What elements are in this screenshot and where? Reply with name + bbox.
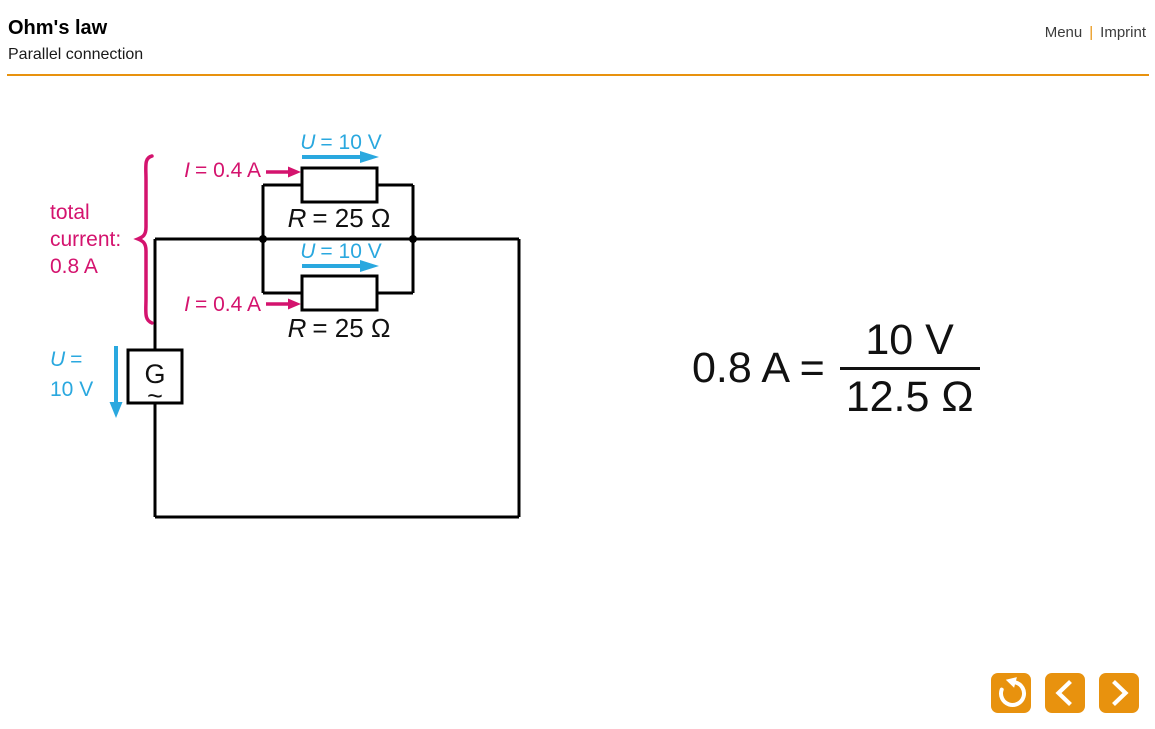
header-links: Menu | Imprint [1045,24,1146,41]
resistance-label-bottom: R= 25 Ω [288,313,391,343]
previous-button[interactable] [1045,673,1085,713]
restart-button[interactable] [991,673,1031,713]
equation-lhs: 0.8 A = [692,344,825,393]
page-subtitle: Parallel connection [8,46,144,63]
imprint-link[interactable]: Imprint [1100,24,1146,41]
current-arrowhead-bottom [288,298,301,310]
junction-node-right [409,235,417,243]
total-current-label-line1: total [50,201,90,224]
current-symbol: I [184,159,190,182]
equation: 0.8 A = 10 V 12.5 Ω [692,316,980,421]
menu-link[interactable]: Menu [1044,24,1083,41]
voltage-arrowhead-bottom [360,260,379,272]
circuit-wires [153,183,521,519]
fraction-denominator: 12.5 Ω [845,373,974,422]
voltage-symbol: U [300,240,316,263]
resistor-bottom-body [300,274,379,312]
page-title: Ohm's law [8,17,108,39]
fraction-bar [839,367,980,371]
junction-node-left [259,235,267,243]
voltage-arrowhead-top [360,151,379,163]
current-symbol: I [184,293,190,316]
chevron-left-icon [1055,679,1072,707]
voltage-label-top: U= 10 V [300,131,381,154]
resistance-label-top: R= 25 Ω [288,203,391,233]
restart-icon [999,677,1026,707]
header-divider [7,74,1149,76]
resistance-symbol: R [288,313,307,343]
next-button[interactable] [1099,673,1139,713]
current-label-bottom: I= 0.4 A [184,293,261,316]
source-voltage-label-line2: 10 V [50,378,93,401]
source-voltage-label-line1: U= [50,348,82,371]
link-separator: | [1089,24,1094,41]
current-label-top: I= 0.4 A [184,159,261,182]
generator-body [126,348,184,405]
total-current-brace [133,154,154,325]
ac-symbol: ~ [147,381,163,411]
voltage-label-bottom: U= 10 V [300,240,381,263]
current-arrowhead-top [288,166,301,178]
nav-buttons [991,673,1139,713]
total-current-label-line2: current: [50,228,121,251]
equation-fraction: 10 V 12.5 Ω [839,316,980,422]
source-voltage-arrowhead [109,402,123,418]
chevron-right-icon [1112,679,1129,707]
fraction-numerator: 10 V [865,316,954,364]
resistance-symbol: R [288,203,307,233]
total-current-label-line3: 0.8 A [50,255,98,278]
generator-label: G [144,359,165,389]
resistor-top-body [300,166,379,204]
voltage-symbol: U [50,348,66,371]
voltage-symbol: U [300,131,316,154]
